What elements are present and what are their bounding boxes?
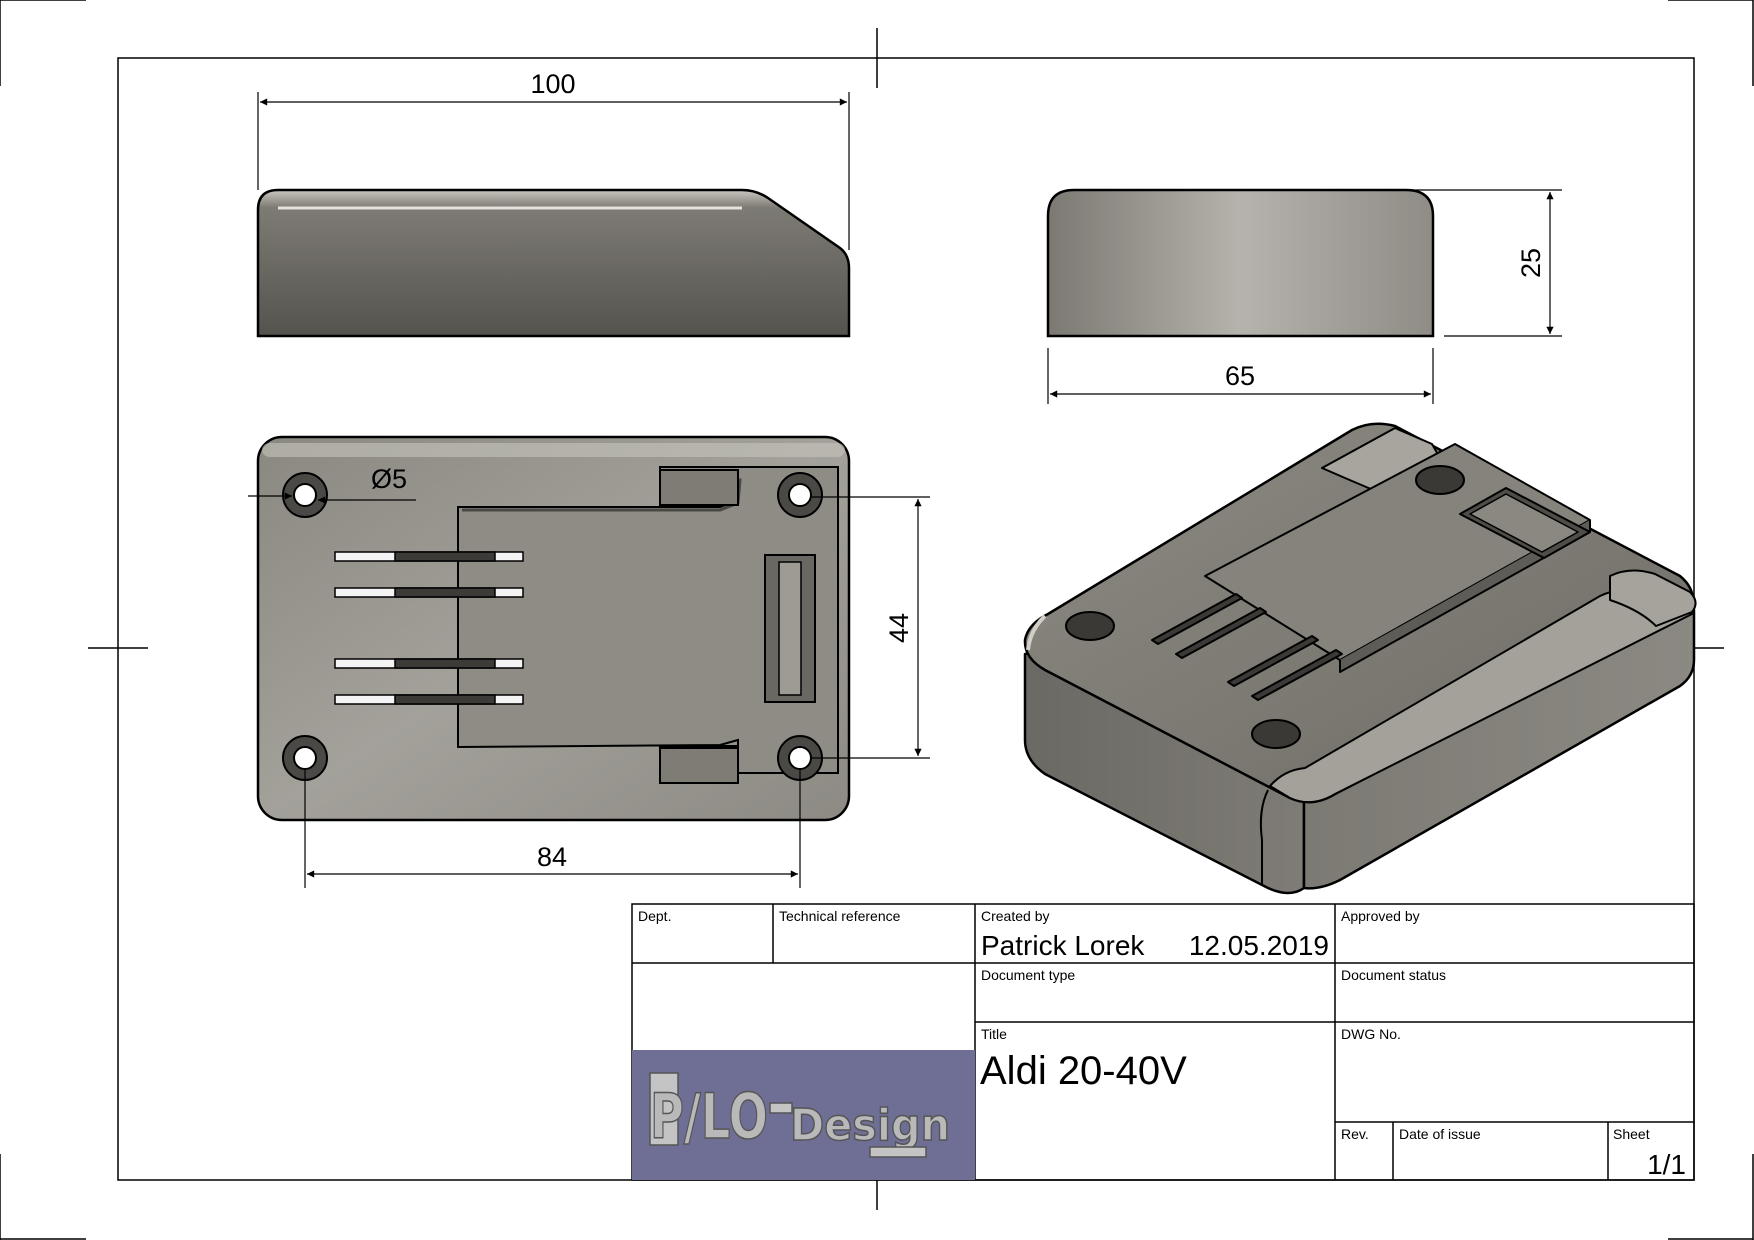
dept-label: Dept. <box>638 908 671 924</box>
company-logo-art: P/LO Design <box>649 1072 951 1158</box>
dim-hole-diameter-label: Ø5 <box>371 464 407 494</box>
dwg-no-label: DWG No. <box>1341 1026 1401 1042</box>
dimension-hole-spacing-y <box>812 496 930 759</box>
logo-text-left: P/LO <box>650 1080 768 1153</box>
dim-hole-spacing-x-label: 84 <box>537 842 567 872</box>
created-by-name: Patrick Lorek <box>981 930 1145 961</box>
tech-ref-label: Technical reference <box>779 908 901 924</box>
sheet-number: 1/1 <box>1647 1149 1686 1180</box>
rev-label: Rev. <box>1341 1126 1369 1142</box>
dim-height-label: 25 <box>1516 248 1546 278</box>
dim-hole-spacing-y-label: 44 <box>884 613 914 643</box>
sheet-label: Sheet <box>1613 1126 1650 1142</box>
document-type-label: Document type <box>981 967 1075 983</box>
side-view <box>1046 188 1435 338</box>
title-block <box>631 903 1695 1181</box>
isometric-view <box>1023 422 1697 895</box>
date-of-issue-label: Date of issue <box>1399 1126 1481 1142</box>
dimension-hole-spacing-x <box>304 770 801 888</box>
created-date: 12.05.2019 <box>1189 930 1329 961</box>
created-by-label: Created by <box>981 908 1049 924</box>
contact-slots <box>334 551 524 705</box>
document-status-label: Document status <box>1341 967 1446 983</box>
title-label: Title <box>981 1026 1007 1042</box>
dimension-height <box>1412 189 1562 337</box>
approved-by-label: Approved by <box>1341 908 1420 924</box>
front-view <box>256 188 851 338</box>
dim-length-label: 100 <box>530 69 575 99</box>
dimension-length <box>257 92 850 250</box>
plan-view <box>256 435 851 822</box>
dimension-hole-diameter <box>248 492 416 504</box>
logo-text-right: Design <box>790 1100 950 1151</box>
dimension-width <box>1047 348 1434 404</box>
drawing-title: Aldi 20-40V <box>980 1049 1187 1093</box>
company-logo <box>632 1050 975 1180</box>
dim-width-label: 65 <box>1225 361 1255 391</box>
